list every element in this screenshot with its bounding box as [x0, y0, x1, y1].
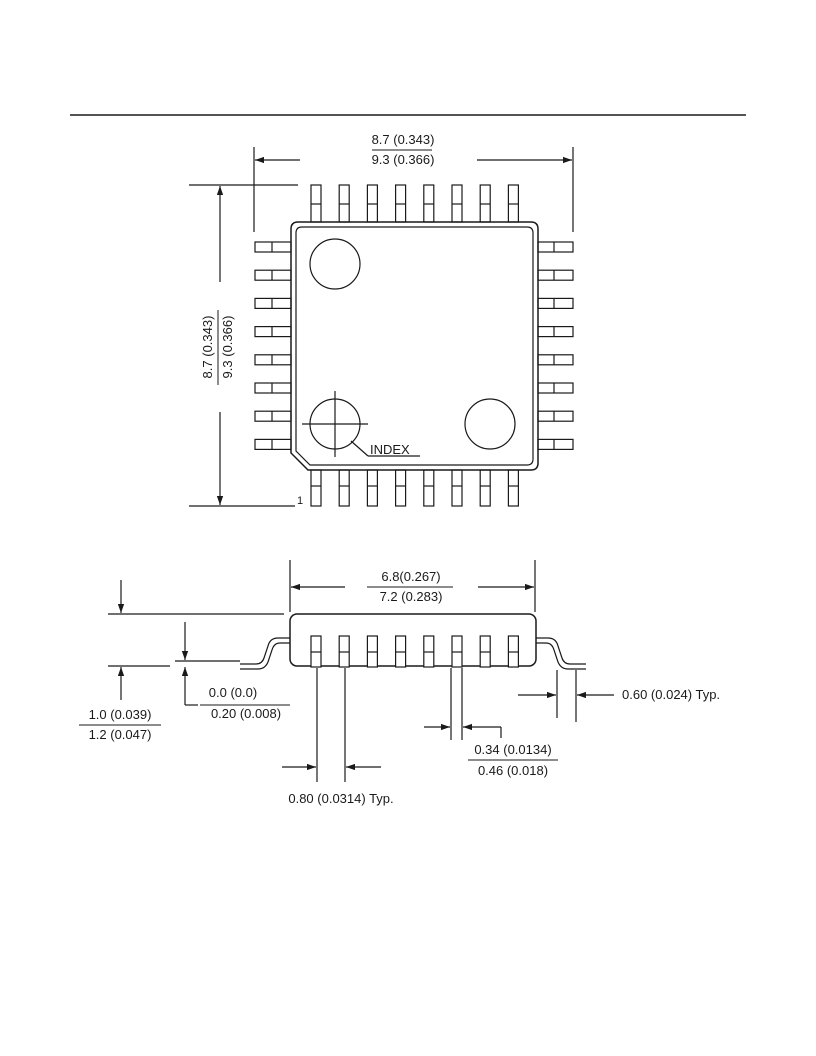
- pin-bottom: [366, 469, 378, 507]
- lead-width-min-label: 0.34 (0.0134): [474, 742, 551, 757]
- side-lead-group: [310, 635, 519, 668]
- pin-right: [537, 297, 574, 309]
- pitch-label: 0.80 (0.0314) Typ.: [288, 791, 393, 806]
- pin-left: [254, 438, 292, 450]
- pin-bottom: [338, 469, 350, 507]
- pin-left: [254, 269, 292, 281]
- height-max-label: 1.2 (0.047): [89, 727, 152, 742]
- pin-left: [254, 241, 292, 253]
- lead-right-inner: [536, 642, 586, 670]
- width-max-label: 9.3 (0.366): [372, 152, 435, 167]
- height-max-label: 9.3 (0.366): [220, 316, 235, 379]
- package-body-outer: [290, 221, 539, 471]
- standoff-max-label: 0.20 (0.008): [211, 706, 281, 721]
- pin-group: [254, 184, 574, 507]
- side-body: [289, 613, 537, 667]
- pin-left: [254, 326, 292, 338]
- index-leader: [350, 440, 369, 457]
- foot-length-label: 0.60 (0.024) Typ.: [622, 687, 720, 702]
- side-view: [79, 560, 614, 782]
- pin-right: [537, 354, 574, 366]
- pin-bottom: [451, 469, 463, 507]
- pin1-label: 1: [297, 495, 303, 507]
- pin-bottom: [310, 469, 322, 507]
- lead-width-max-label: 0.46 (0.018): [478, 763, 548, 778]
- standoff-min-label: 0.0 (0.0): [209, 685, 257, 700]
- body-min-label: 6.8(0.267): [381, 569, 440, 584]
- body-max-label: 7.2 (0.283): [380, 589, 443, 604]
- height-min-label: 1.0 (0.039): [89, 707, 152, 722]
- mold-mark-bottom-right: [464, 398, 516, 450]
- pin-right: [537, 410, 574, 422]
- pin-right: [537, 326, 574, 338]
- pin-right: [537, 269, 574, 281]
- top-view: [189, 147, 574, 507]
- height-min-label: 8.7 (0.343): [200, 316, 215, 379]
- index-label: INDEX: [370, 442, 410, 457]
- pin-bottom: [479, 469, 491, 507]
- pin-right: [537, 438, 574, 450]
- mold-mark-top-left: [309, 238, 361, 290]
- pin-right: [537, 241, 574, 253]
- pin-left: [254, 382, 292, 394]
- width-min-label: 8.7 (0.343): [372, 132, 435, 147]
- pin-left: [254, 297, 292, 309]
- lead-right: [536, 637, 586, 665]
- lead-left-inner: [240, 642, 290, 670]
- pin-left: [254, 354, 292, 366]
- pin-right: [537, 382, 574, 394]
- pin-bottom: [507, 469, 519, 507]
- pin-left: [254, 410, 292, 422]
- pin-bottom: [423, 469, 435, 507]
- lead-left: [240, 637, 290, 665]
- pin-bottom: [395, 469, 407, 507]
- package-body-inner: [295, 226, 534, 466]
